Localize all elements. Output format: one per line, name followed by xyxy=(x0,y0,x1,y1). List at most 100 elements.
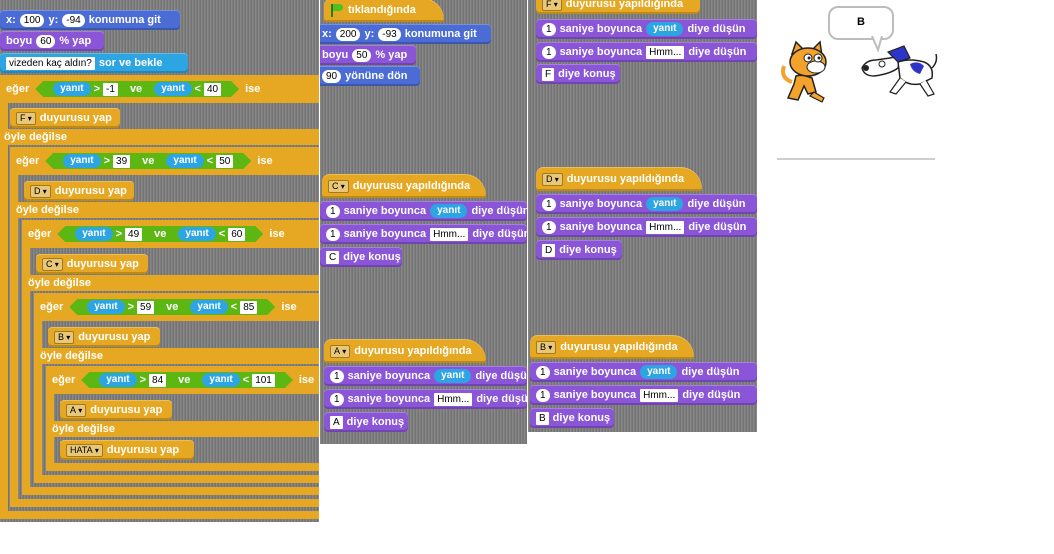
size-input[interactable]: 50 xyxy=(352,48,372,62)
lt-condition[interactable]: yanıt<60 xyxy=(169,226,254,242)
message-dropdown[interactable]: C xyxy=(328,179,349,193)
x-input[interactable]: 200 xyxy=(335,27,361,41)
low-input[interactable]: -1 xyxy=(103,83,118,96)
broadcast-block[interactable]: A duyurusu yap xyxy=(60,400,172,420)
if-block-3[interactable]: eğer yanıt>49 ve yanıt<60 ise xyxy=(22,220,319,248)
gt-condition[interactable]: yanıt>39 xyxy=(54,153,139,169)
high-input[interactable]: 50 xyxy=(216,155,233,168)
secs-input[interactable]: 1 xyxy=(536,388,550,402)
think-hmm-block[interactable]: 1 saniye boyunca Hmm... diye düşün xyxy=(536,217,757,237)
question-input[interactable]: vizeden kaç aldın? xyxy=(6,56,95,70)
say-input[interactable]: F xyxy=(542,67,555,81)
secs-input[interactable]: 1 xyxy=(326,204,340,218)
script-area-2[interactable]: tıklandığında x: 200 y: -93 konumuna git… xyxy=(320,0,527,444)
think-hmm-block[interactable]: 1 saniye boyunca Hmm... diye düşün xyxy=(530,385,757,405)
say-input[interactable]: A xyxy=(330,415,343,429)
secs-input[interactable]: 1 xyxy=(542,22,556,36)
x-input[interactable]: 100 xyxy=(19,13,45,27)
high-input[interactable]: 101 xyxy=(252,374,275,387)
and-condition[interactable]: yanıt>84 ve yanıt<101 xyxy=(81,372,293,388)
think-text-input[interactable]: Hmm... xyxy=(646,45,685,59)
answer-reporter[interactable]: yanıt xyxy=(99,373,136,387)
when-flag-clicked-block[interactable]: tıklandığında xyxy=(324,0,444,22)
when-receive-b-block[interactable]: B duyurusu yapıldığında xyxy=(530,335,694,359)
when-receive-d-block[interactable]: D duyurusu yapıldığında xyxy=(536,167,702,191)
answer-reporter[interactable]: yanıt xyxy=(63,154,100,168)
message-dropdown[interactable]: F xyxy=(16,111,36,125)
message-dropdown[interactable]: A xyxy=(66,403,87,417)
gt-condition[interactable]: yanıt>49 xyxy=(66,226,151,242)
think-answer-block[interactable]: 1 saniye boyunca yanıt diye düşün xyxy=(324,366,527,386)
think-hmm-block[interactable]: 1 saniye boyunca Hmm... diye düşün xyxy=(536,42,757,62)
and-condition[interactable]: yanıt>39 ve yanıt<50 xyxy=(45,153,251,169)
think-text-input[interactable]: Hmm... xyxy=(640,388,679,402)
secs-input[interactable]: 1 xyxy=(330,369,344,383)
think-hmm-block[interactable]: 1 saniye boyunca Hmm... diye düşün xyxy=(320,224,527,244)
say-block[interactable]: C diye konuş xyxy=(320,247,402,267)
say-input[interactable]: B xyxy=(536,411,549,425)
broadcast-block[interactable]: D duyurusu yap xyxy=(24,181,134,201)
message-dropdown[interactable]: A xyxy=(330,344,351,358)
y-input[interactable]: -93 xyxy=(378,27,401,41)
low-input[interactable]: 39 xyxy=(113,155,130,168)
low-input[interactable]: 59 xyxy=(137,301,154,314)
goto-xy-block[interactable]: x: 200 y: -93 konumuna git xyxy=(320,24,491,44)
y-input[interactable]: -94 xyxy=(62,13,85,27)
lt-condition[interactable]: yanıt<85 xyxy=(181,299,266,315)
direction-dropdown[interactable]: 90 xyxy=(322,69,342,83)
secs-input[interactable]: 1 xyxy=(542,220,556,234)
size-input[interactable]: 60 xyxy=(36,34,56,48)
think-answer-block[interactable]: 1 saniye boyunca yanıt diye düşün xyxy=(536,19,757,39)
low-input[interactable]: 49 xyxy=(125,228,142,241)
when-receive-a-block[interactable]: A duyurusu yapıldığında xyxy=(324,339,486,363)
gt-condition[interactable]: yanıt>-1 xyxy=(44,81,127,97)
secs-input[interactable]: 1 xyxy=(542,45,556,59)
message-dropdown[interactable]: B xyxy=(536,340,557,354)
broadcast-block[interactable]: F duyurusu yap xyxy=(10,108,120,128)
message-dropdown[interactable]: D xyxy=(542,172,563,186)
when-receive-c-block[interactable]: C duyurusu yapıldığında xyxy=(322,174,486,198)
secs-input[interactable]: 1 xyxy=(542,197,556,211)
dog-sprite-icon[interactable] xyxy=(860,44,938,100)
message-dropdown[interactable]: F xyxy=(542,0,562,11)
say-input[interactable]: C xyxy=(326,250,340,264)
ask-and-wait-block[interactable]: vizeden kaç aldın? sor ve bekle xyxy=(0,53,188,73)
message-dropdown[interactable]: B xyxy=(54,330,75,344)
message-dropdown[interactable]: D xyxy=(30,184,51,198)
broadcast-block[interactable]: B duyurusu yap xyxy=(48,327,160,347)
answer-reporter[interactable]: yanıt xyxy=(154,82,191,96)
and-condition[interactable]: yanıt>59 ve yanıt<85 xyxy=(69,299,275,315)
set-size-block[interactable]: boyu 50 % yap xyxy=(320,45,416,65)
answer-reporter[interactable]: yanıt xyxy=(190,300,227,314)
script-area-1[interactable]: x: 100 y: -94 konumuna git boyu 60 % yap… xyxy=(0,0,319,522)
when-receive-f-block[interactable]: F duyurusu yapıldığında xyxy=(536,0,700,14)
gt-condition[interactable]: yanıt>59 xyxy=(78,299,163,315)
lt-condition[interactable]: yanıt<101 xyxy=(193,372,283,388)
and-condition[interactable]: yanıt>-1 ve yanıt<40 xyxy=(35,81,239,97)
secs-input[interactable]: 1 xyxy=(536,365,550,379)
low-input[interactable]: 84 xyxy=(149,374,166,387)
high-input[interactable]: 85 xyxy=(240,301,257,314)
if-block-5[interactable]: eğer yanıt>84 ve yanıt<101 ise xyxy=(46,366,319,394)
think-text-input[interactable]: Hmm... xyxy=(646,220,685,234)
think-text-input[interactable]: Hmm... xyxy=(430,227,469,241)
say-block[interactable]: D diye konuş xyxy=(536,240,622,260)
say-block[interactable]: A diye konuş xyxy=(324,412,408,432)
stage[interactable] xyxy=(760,0,1054,200)
set-size-block[interactable]: boyu 60 % yap xyxy=(0,31,104,51)
goto-xy-block[interactable]: x: 100 y: -94 konumuna git xyxy=(0,10,180,30)
lt-condition[interactable]: yanıt<50 xyxy=(157,153,242,169)
answer-reporter[interactable]: yanıt xyxy=(430,204,468,218)
answer-reporter[interactable]: yanıt xyxy=(166,154,203,168)
say-input[interactable]: D xyxy=(542,243,556,257)
cat-sprite-icon[interactable] xyxy=(778,40,836,106)
think-answer-block[interactable]: 1 saniye boyunca yanıt diye düşün xyxy=(530,362,757,382)
say-block[interactable]: B diye konuş xyxy=(530,408,614,428)
say-block[interactable]: F diye konuş xyxy=(536,64,620,84)
broadcast-block[interactable]: C duyurusu yap xyxy=(36,254,148,274)
if-block-2[interactable]: eğer yanıt>39 ve yanıt<50 ise xyxy=(10,147,319,175)
high-input[interactable]: 60 xyxy=(228,228,245,241)
answer-reporter[interactable]: yanıt xyxy=(640,365,678,379)
broadcast-block[interactable]: HATA duyurusu yap xyxy=(60,440,194,460)
think-text-input[interactable]: Hmm... xyxy=(434,392,473,406)
